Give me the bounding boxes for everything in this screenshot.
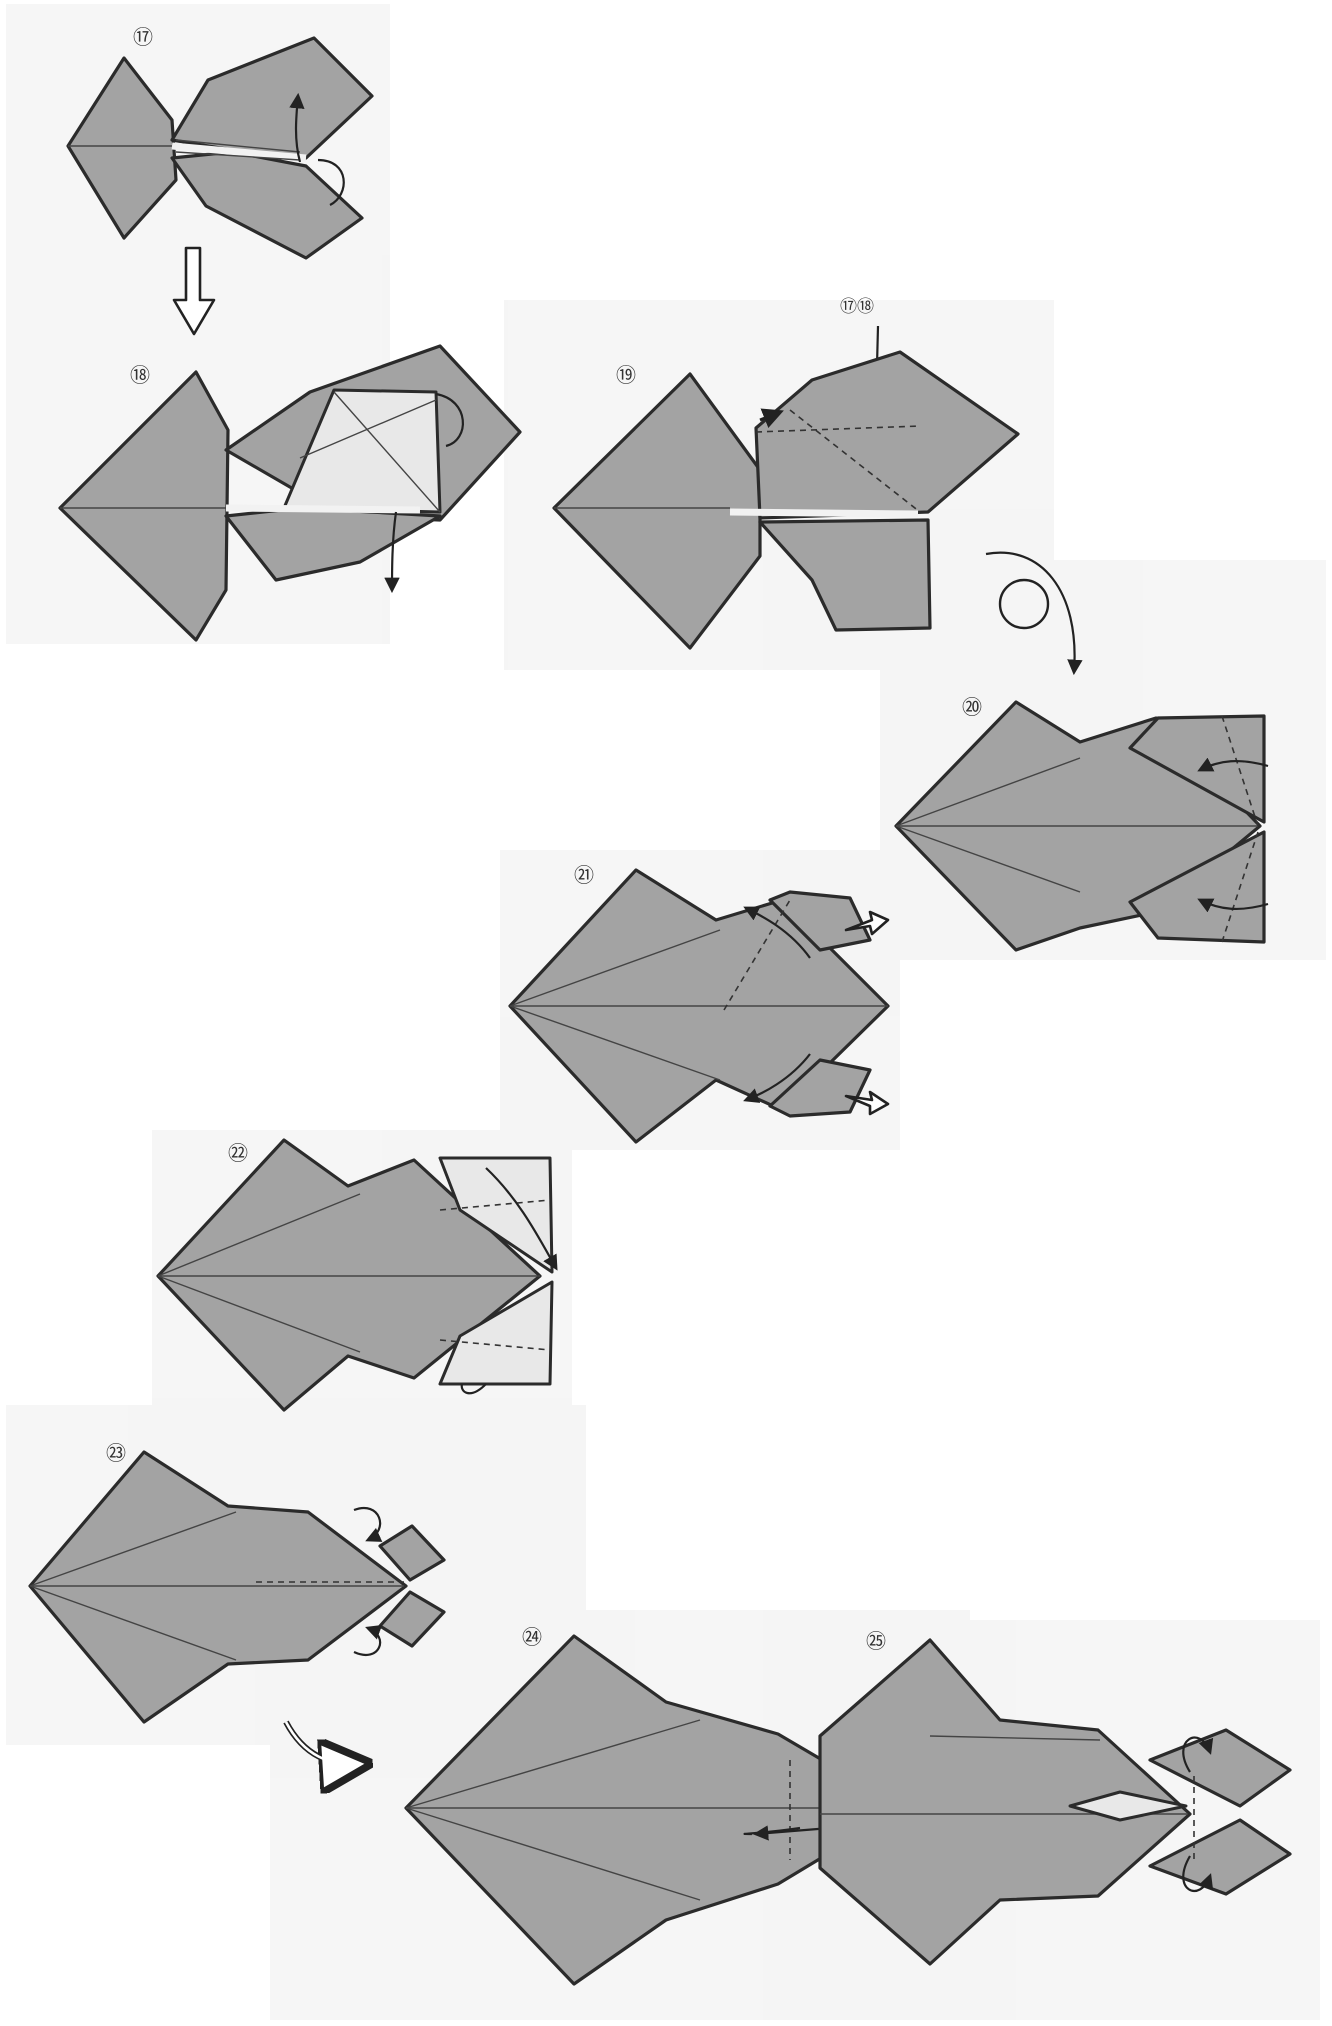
step-number-19: ⑲ (616, 363, 636, 387)
step-number-25: ㉕ (866, 1629, 886, 1653)
step-number-24: ㉔ (522, 1625, 542, 1649)
step-number-21: ㉑ (574, 863, 594, 887)
step-number-17: ⑰ (133, 25, 153, 49)
step-number-20: ⑳ (962, 695, 982, 719)
step-number-23: ㉓ (106, 1441, 126, 1465)
step-number-18: ⑱ (130, 363, 150, 387)
reference-label: ⑰⑱ (840, 297, 874, 317)
step-number-22: ㉒ (228, 1141, 248, 1165)
